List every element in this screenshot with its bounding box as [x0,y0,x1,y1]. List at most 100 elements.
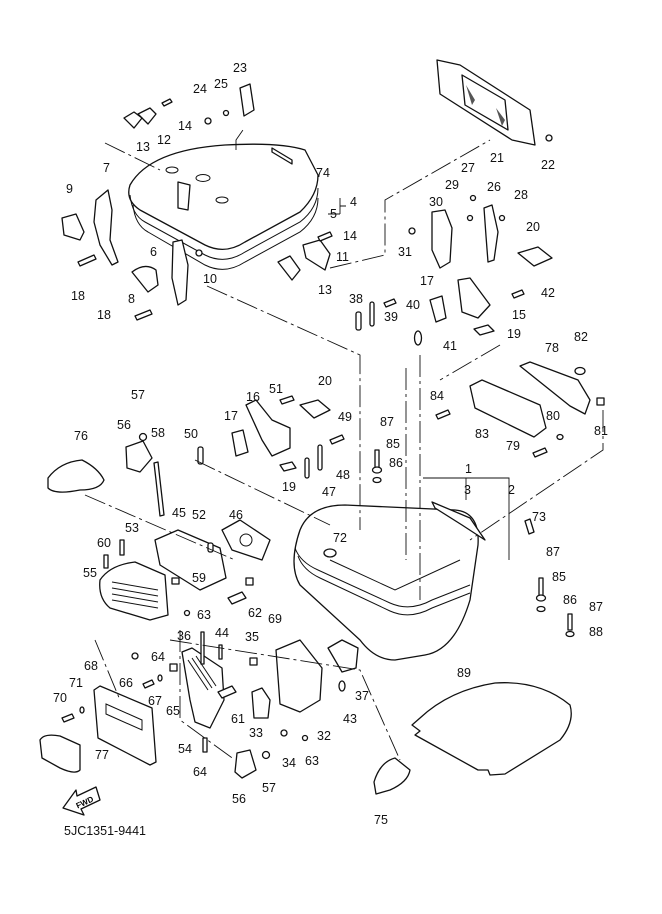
part-73-clip [524,518,535,535]
part-83-carrier-handle [469,379,547,438]
part-9-cover [61,213,85,241]
part-21-reflector [436,59,536,146]
part-87-bolt-b [538,577,544,597]
part-56-speaker-top [125,440,153,473]
part-54-lamp-housing [181,647,225,729]
callout-11: 11 [336,250,349,264]
part-65-nut [169,663,178,672]
callout-60: 60 [97,536,111,550]
lid-assembly [128,143,319,270]
callout-17-right: 17 [420,274,434,288]
callout-39: 39 [384,310,398,324]
part-47-strap [304,457,310,479]
part-13-bracket-top [123,111,143,129]
part-14-screw-right [317,231,333,242]
part-18-screw-a [77,254,97,267]
fwd-direction-arrow: FWD [62,786,101,816]
part-79-bolt [532,447,548,458]
callout-83: 83 [475,427,489,441]
drawing-code: 5JC1351-9441 [64,824,147,838]
callout-84: 84 [430,389,444,403]
part-69-nut [245,577,254,586]
part-1-latch-assembly [431,501,486,541]
callout-87-right-b: 87 [589,600,603,614]
part-34-screw [280,729,288,737]
callout-18-b: 18 [97,308,111,322]
part-51-screw [279,395,295,405]
part-54-louvers [187,655,217,691]
part-15-hinge [457,277,491,319]
part-19-plate-left [279,461,297,472]
part-28-clip [498,214,506,222]
part-22-bolt [545,134,553,142]
part-46-plate-hole [239,533,253,547]
callout-87-right-a: 87 [546,545,560,559]
callout-77: 77 [95,748,109,762]
callout-86-right: 86 [563,593,577,607]
part-57-nut-bottom [261,750,271,760]
callout-23: 23 [233,61,247,75]
part-86-washer-b [536,605,546,613]
callout-78: 78 [545,341,559,355]
part-85-washer-b [535,594,547,602]
callout-21: 21 [490,151,504,165]
callout-31: 31 [398,245,412,259]
callout-29: 29 [445,178,459,192]
callout-36: 36 [177,629,191,643]
part-24-bolt [204,117,212,125]
part-86-washer-a [372,476,382,484]
callout-82: 82 [574,330,588,344]
callout-26: 26 [487,180,501,194]
callout-19-right: 19 [507,327,521,341]
callout-38: 38 [349,292,363,306]
part-18-screw-b [134,309,153,321]
callout-7: 7 [103,161,110,175]
callout-10: 10 [203,272,217,286]
part-43-grommet [338,680,346,692]
main-case-body [293,504,479,661]
part-20-pad-right [517,246,553,267]
callout-27: 27 [461,161,475,175]
callout-14-right: 14 [343,229,357,243]
callout-25: 25 [214,77,228,91]
part-58-wire [153,461,165,517]
grille-lines [111,581,159,609]
callout-18-a: 18 [71,289,85,303]
part-40-screw [383,298,397,308]
callout-68: 68 [84,659,98,673]
callout-87-left: 87 [380,415,394,429]
callout-52: 52 [192,508,206,522]
callout-49: 49 [338,410,352,424]
part-57-nut-top [138,432,148,442]
part-61-bracket [217,685,237,699]
part-80-washer [556,433,564,441]
callout-67: 67 [148,694,162,708]
part-30-latch [431,209,453,269]
part-17-plate-left [231,429,249,457]
part-67-washer [157,674,163,682]
callout-62: 62 [248,606,262,620]
callout-58: 58 [151,426,165,440]
callout-20-right: 20 [526,220,540,234]
part-76-side-cover [47,459,105,493]
part-81-nut [596,397,605,406]
callout-19-left: 19 [282,480,296,494]
callout-71: 71 [69,676,83,690]
part-42-screw [511,289,525,299]
part-46-plate [221,519,271,561]
callout-57-bottom: 57 [262,781,276,795]
callout-14-top: 14 [178,119,192,133]
callout-66: 66 [119,676,133,690]
callout-3: 3 [464,483,471,497]
callout-57-top: 57 [131,388,145,402]
callout-85-right: 85 [552,570,566,584]
callout-47: 47 [322,485,336,499]
part-36-screw [200,631,205,665]
part-87-bolt-a [374,449,380,469]
leader-lines [84,129,604,761]
callout-37: 37 [355,689,369,703]
callout-6: 6 [150,245,157,259]
part-25-washer [222,109,230,117]
part-78-bracket [519,361,591,415]
